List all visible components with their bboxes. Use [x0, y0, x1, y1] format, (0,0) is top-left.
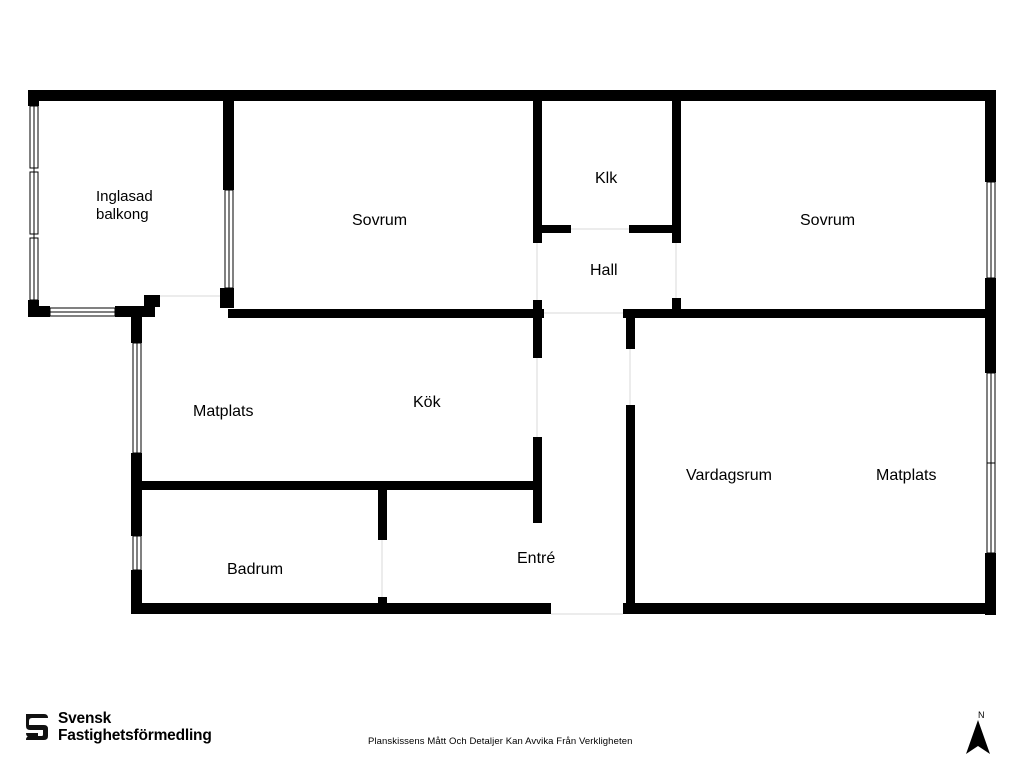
brand-line-1: Svensk [58, 710, 112, 727]
wall-right-mid [985, 278, 996, 373]
wall-klk-bottom-b [629, 225, 681, 233]
wall-bath-right-b [378, 597, 387, 614]
wall-balcony-corner [144, 295, 160, 307]
label-bedroom-right: Sovrum [800, 212, 855, 229]
wall-bedroom-bottom [228, 309, 544, 318]
wall-bottom-right [623, 603, 996, 614]
room-labels: Inglasad balkong Sovrum Klk Hall Sovrum … [96, 170, 936, 578]
sf-logo-icon [26, 714, 48, 740]
wall-klk-bottom-a [533, 225, 571, 233]
wall-klk-left-lower [533, 300, 542, 318]
brand-line-2: Fastighetsförmedling [58, 727, 212, 744]
label-closet: Klk [595, 170, 618, 187]
label-entrance: Entré [517, 550, 555, 567]
wall-kitchen-bottom [131, 481, 542, 490]
brand-logo: Svensk Fastighetsförmedling [22, 710, 212, 744]
walls [28, 90, 996, 615]
north-arrow-icon [966, 720, 990, 754]
wall-left-c [131, 570, 142, 614]
wall-bottom-left [131, 603, 551, 614]
wall-right-upper [985, 90, 996, 182]
wall-balcony-right-bottom [220, 288, 234, 308]
door-openings [160, 228, 677, 615]
wall-balcony-left-top [28, 90, 39, 106]
wall-kitchen-right-b [533, 437, 542, 523]
label-hall: Hall [590, 262, 618, 279]
label-bathroom: Badrum [227, 561, 283, 578]
label-living: Vardagsrum [686, 467, 772, 484]
label-dining-left: Matplats [193, 403, 253, 420]
wall-klk-left [533, 90, 542, 243]
label-balcony-2: balkong [96, 206, 149, 223]
wall-living-left-b [626, 405, 635, 614]
wall-living-left-a [626, 309, 635, 349]
compass-label: N [978, 710, 985, 720]
label-bedroom-left: Sovrum [352, 212, 407, 229]
wall-klk-right [672, 90, 681, 243]
wall-bedroom-right-bottom [623, 309, 996, 318]
label-balcony-1: Inglasad [96, 188, 153, 205]
brand-name: Svensk Fastighetsförmedling [58, 710, 212, 744]
wall-bath-right-a [378, 481, 387, 540]
wall-hall-right-lower [672, 298, 681, 318]
wall-left-b [131, 453, 142, 536]
windows [29, 105, 996, 571]
wall-balcony-right-top [223, 90, 234, 190]
disclaimer-text: Planskissens Mått Och Detaljer Kan Avvik… [368, 736, 633, 747]
wall-top [28, 90, 996, 101]
wall-right-lower [985, 553, 996, 615]
wall-balcony-bottom-a [28, 306, 50, 317]
label-kitchen: Kök [413, 394, 442, 411]
label-dining-right: Matplats [876, 467, 936, 484]
wall-kitchen-right-a [533, 318, 542, 358]
wall-left-a [131, 306, 142, 343]
